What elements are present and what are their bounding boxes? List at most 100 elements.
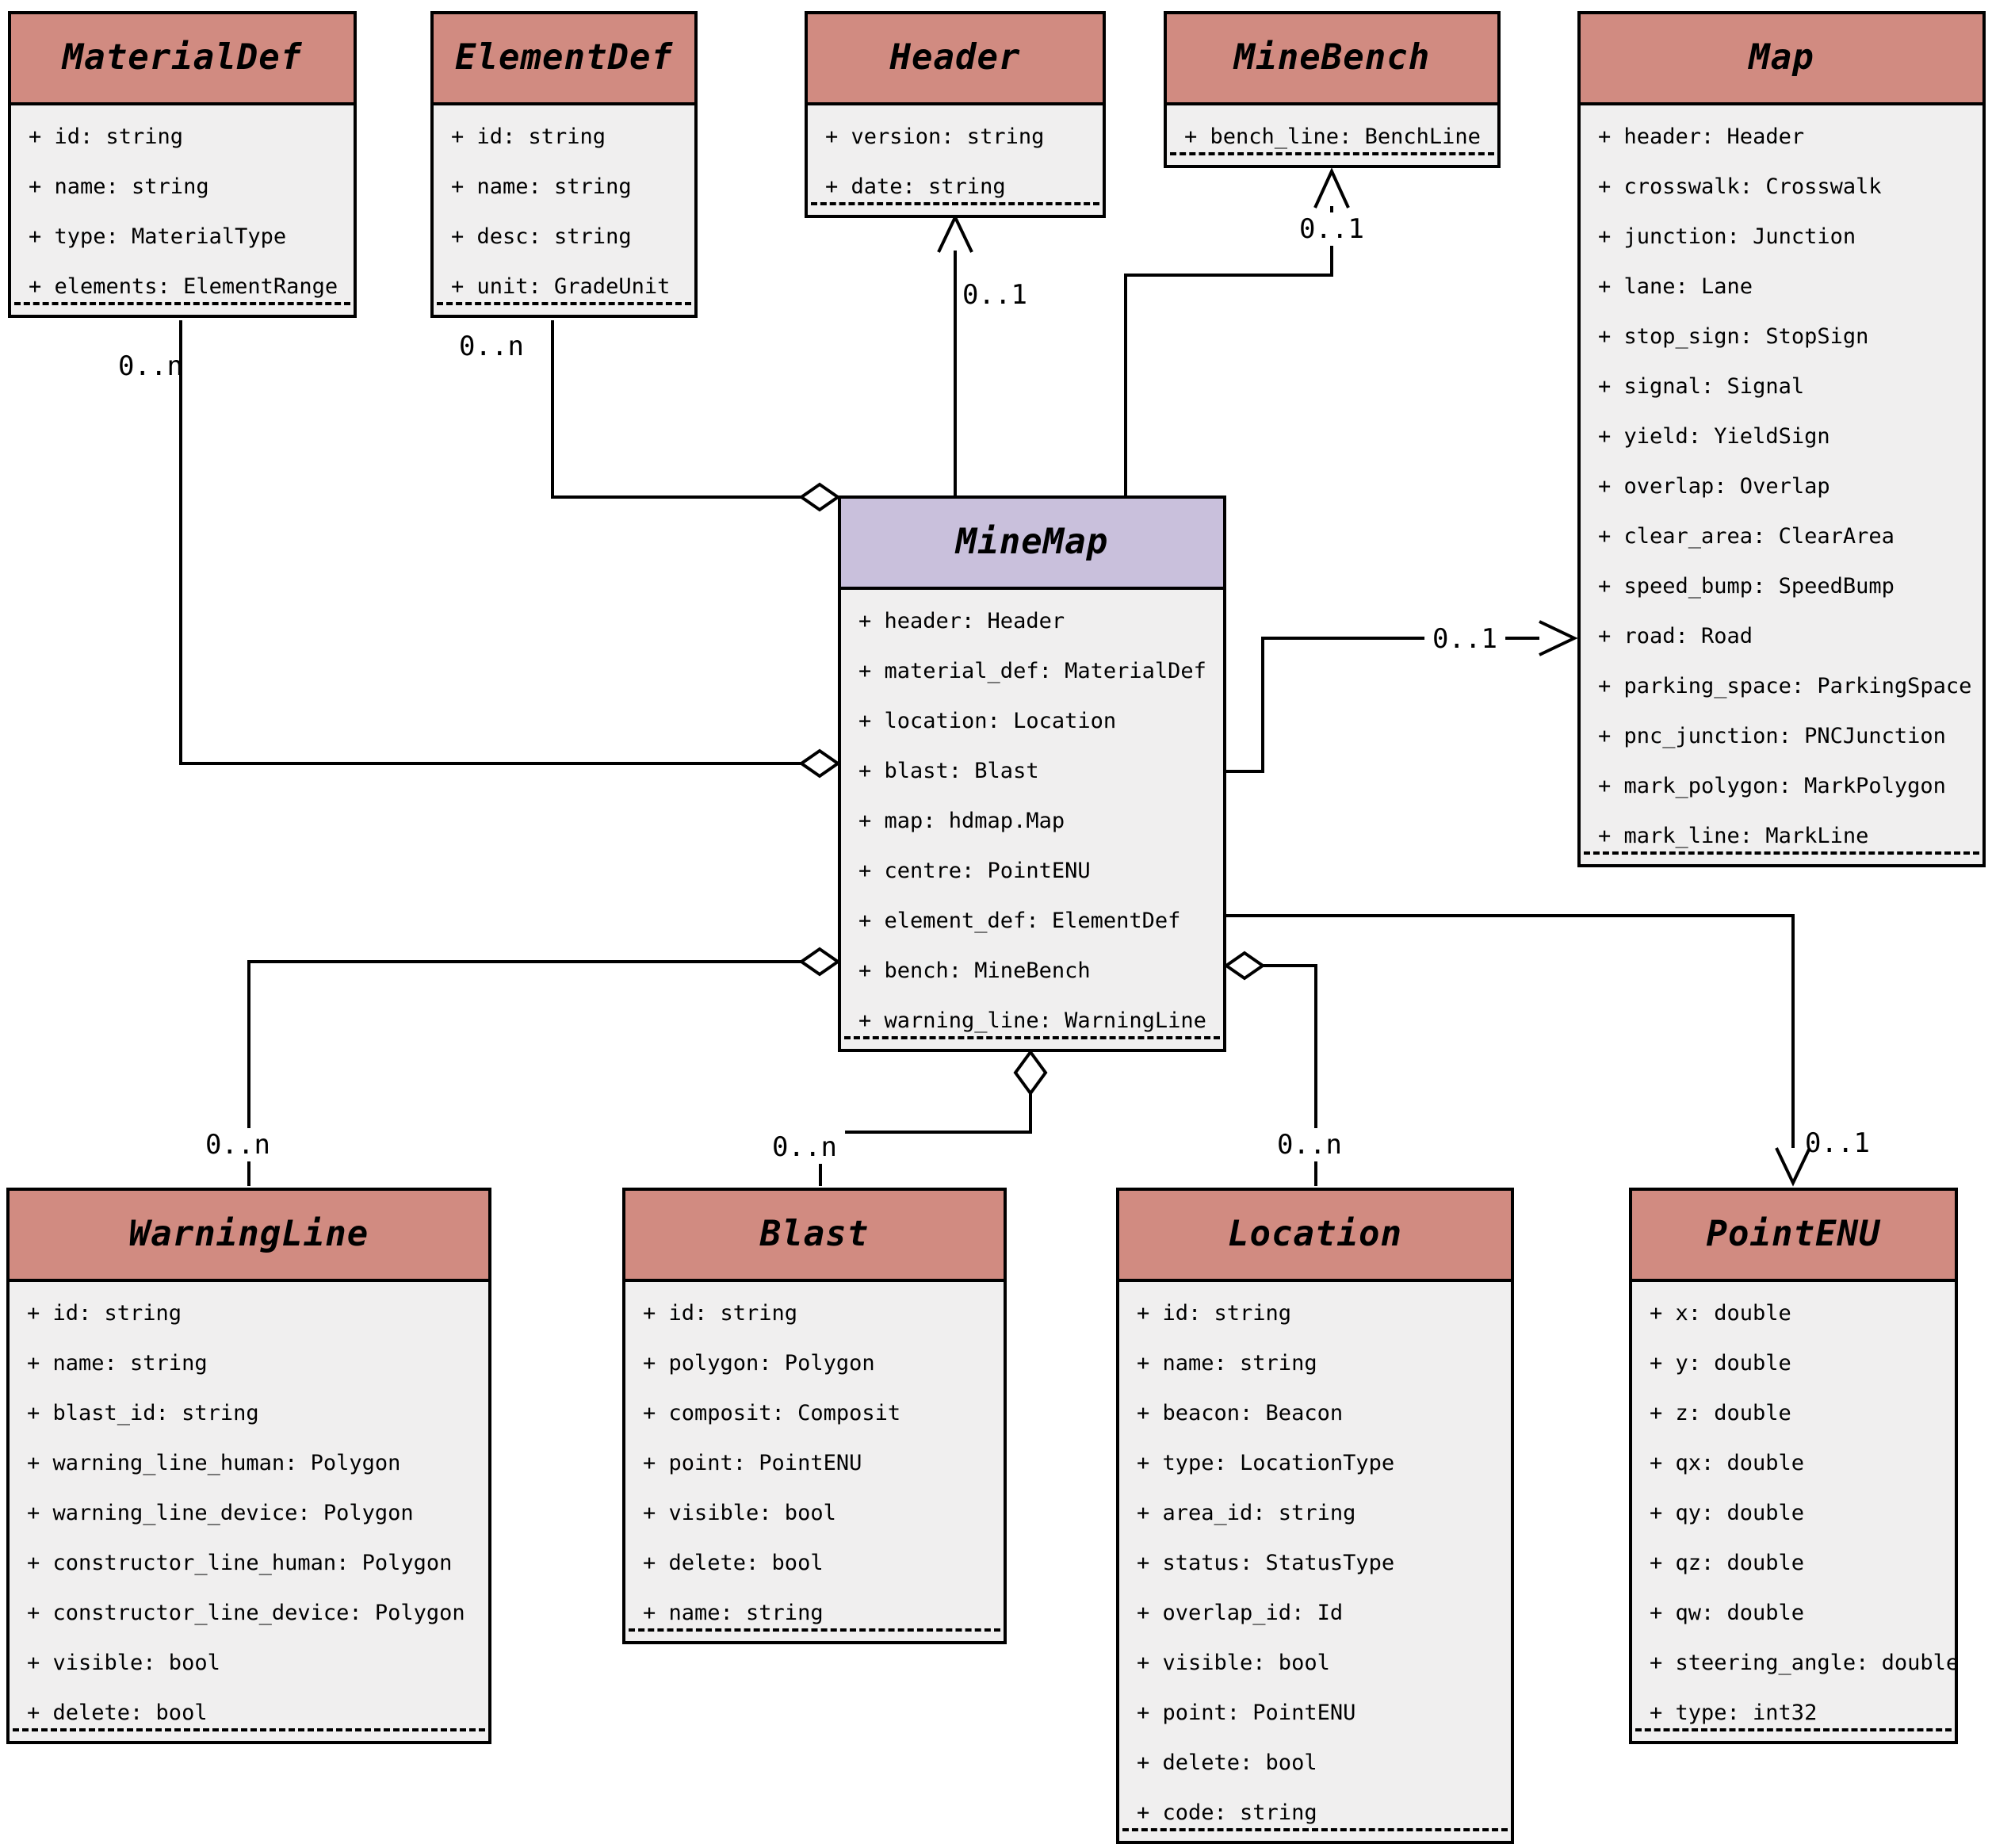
attribute-row: + elements: ElementRange (29, 274, 338, 299)
attribute-row: + warning_line: WarningLine (858, 1008, 1206, 1033)
attributes-compartment: + id: string + name: string + type: Materi… (11, 105, 354, 312)
attribute-row: + mark_line: MarkLine (1598, 824, 1869, 848)
methods-separator (1584, 851, 1979, 855)
attributes-compartment: + id: string+ name: string+ desc: string… (434, 105, 694, 312)
class-title-warningline: WarningLine (10, 1191, 488, 1282)
multiplicity-label: 0..1 (962, 279, 1027, 311)
attribute-row: + material_def: MaterialDef (858, 659, 1206, 683)
attribute-row: + point: PointENU (643, 1451, 862, 1475)
multiplicity-label: 0..n (459, 331, 524, 362)
class-box-minebench: MineBench + bench_line: BenchLine (1164, 11, 1501, 168)
attribute-row: + qx: double (1650, 1451, 1805, 1475)
class-title-minemap: MineMap (841, 499, 1223, 590)
attribute-row: + type: int32 (1650, 1701, 1818, 1725)
attributes-compartment: + version: string+ date: string (808, 105, 1103, 212)
aggregation-diamond-warningline-icon (798, 947, 841, 977)
class-title-elementdef: ElementDef (434, 14, 694, 105)
methods-separator (811, 202, 1099, 205)
class-title-minebench: MineBench (1167, 14, 1497, 105)
aggregation-diamond-elementdef-icon (798, 482, 841, 512)
aggregation-diamond-materialdef-icon (798, 748, 841, 779)
connector-elementdef-minemap (551, 320, 801, 499)
attribute-row: + visible: bool (27, 1651, 220, 1675)
attribute-row: + road: Road (1598, 624, 1753, 649)
connector-blast-minemap (819, 1093, 1032, 1186)
attribute-row: + crosswalk: Crosswalk (1598, 174, 1882, 199)
attribute-row: + yield: YieldSign (1598, 424, 1830, 449)
attribute-row: + bench: MineBench (858, 958, 1091, 983)
attribute-row: + warning_line_device: Polygon (27, 1501, 414, 1525)
attribute-row: + name: string (29, 174, 209, 199)
attribute-row: + header: Header (858, 609, 1065, 633)
attributes-compartment: + header: Header + material_def: Material… (841, 590, 1223, 1046)
attribute-row: + qy: double (1650, 1501, 1805, 1525)
methods-separator (14, 302, 350, 305)
attribute-row: + type: LocationType (1137, 1451, 1395, 1475)
attribute-row: + parking_space: ParkingSpace (1598, 674, 1972, 698)
methods-separator (1635, 1728, 1952, 1731)
attribute-row: + name: string (1137, 1351, 1317, 1375)
attribute-row: + clear_area: ClearArea (1598, 524, 1895, 549)
class-title-header: Header (808, 14, 1103, 105)
class-title-materialdef: MaterialDef (11, 14, 354, 105)
multiplicity-label: 0..n (197, 1128, 278, 1161)
connector-minemap-map (1226, 637, 1539, 773)
class-box-blast: Blast+ id: string+ polygon: Polygon+ com… (622, 1188, 1007, 1644)
attribute-row: + location: Location (858, 709, 1117, 733)
attribute-row: + status: StatusType (1137, 1551, 1395, 1575)
arrowhead-map-icon (1539, 620, 1578, 656)
class-box-location: Location+ id: string+ name: string+ beac… (1116, 1188, 1514, 1844)
class-title-blast: Blast (625, 1191, 1004, 1282)
methods-separator (13, 1728, 485, 1731)
attribute-row: + blast: Blast (858, 759, 1039, 783)
attributes-compartment: + id: string+ name: string+ blast_id: st… (10, 1282, 488, 1738)
attribute-row: + delete: bool (643, 1551, 824, 1575)
attributes-compartment: + id: string+ name: string+ beacon: Beac… (1119, 1282, 1511, 1838)
attribute-row: + id: string (451, 124, 606, 149)
attribute-row: + map: hdmap.Map (858, 809, 1065, 833)
attribute-row: + qz: double (1650, 1551, 1805, 1575)
connector-location-minemap (1264, 964, 1317, 1186)
arrowhead-minebench-icon (1313, 167, 1350, 209)
attribute-row: + type: MaterialType (29, 224, 287, 249)
attributes-compartment: + x: double+ y: double+ z: double+ qx: d… (1632, 1282, 1959, 1738)
class-box-pointenu: PointENU+ x: double+ y: double+ z: doubl… (1629, 1188, 1959, 1744)
attribute-row: + name: string (643, 1601, 824, 1625)
methods-separator (1122, 1828, 1508, 1831)
attribute-row: + mark_polygon: MarkPolygon (1598, 774, 1946, 798)
attribute-row: + overlap: Overlap (1598, 474, 1830, 499)
methods-separator (437, 302, 691, 305)
connector-minemap-minebench (1124, 206, 1333, 495)
multiplicity-label: 0..1 (1424, 622, 1505, 656)
connector-warningline-minemap (247, 960, 801, 1186)
attribute-row: + constructor_line_human: Polygon (27, 1551, 453, 1575)
attribute-row: + visible: bool (1137, 1651, 1330, 1675)
attribute-row: + warning_line_human: Polygon (27, 1451, 401, 1475)
attribute-row: + speed_bump: SpeedBump (1598, 574, 1895, 599)
class-box-materialdef: MaterialDef + id: string + name: string + t… (8, 11, 357, 318)
attribute-row: + id: string (1137, 1301, 1292, 1326)
attribute-row: + area_id: string (1137, 1501, 1356, 1525)
attribute-row: + id: string (29, 124, 184, 149)
class-box-map: Map+ header: Header+ crosswalk: Crosswal… (1577, 11, 1986, 867)
multiplicity-label: 0..n (1269, 1128, 1350, 1161)
attribute-row: + polygon: Polygon (643, 1351, 875, 1375)
methods-separator (844, 1036, 1220, 1039)
attribute-row: + pnc_junction: PNCJunction (1598, 724, 1946, 748)
attribute-row: + visible: bool (643, 1501, 836, 1525)
attribute-row: + name: string (27, 1351, 208, 1375)
arrowhead-pointenu-icon (1775, 1147, 1811, 1187)
attributes-compartment: + bench_line: BenchLine (1167, 105, 1497, 162)
connector-materialdef-minemap (179, 320, 801, 765)
attributes-compartment: + header: Header+ crosswalk: Crosswalk+ … (1581, 105, 1982, 861)
attribute-row: + centre: PointENU (858, 859, 1091, 883)
multiplicity-label: 0..n (118, 350, 183, 382)
attribute-row: + bench_line: BenchLine (1184, 124, 1481, 149)
attribute-row: + code: string (1137, 1800, 1317, 1825)
class-box-minemap: MineMap + header: Header + material_def: M… (838, 495, 1226, 1052)
attribute-row: + z: double (1650, 1401, 1791, 1425)
attribute-row: + junction: Junction (1598, 224, 1856, 249)
attribute-row: + constructor_line_device: Polygon (27, 1601, 465, 1625)
